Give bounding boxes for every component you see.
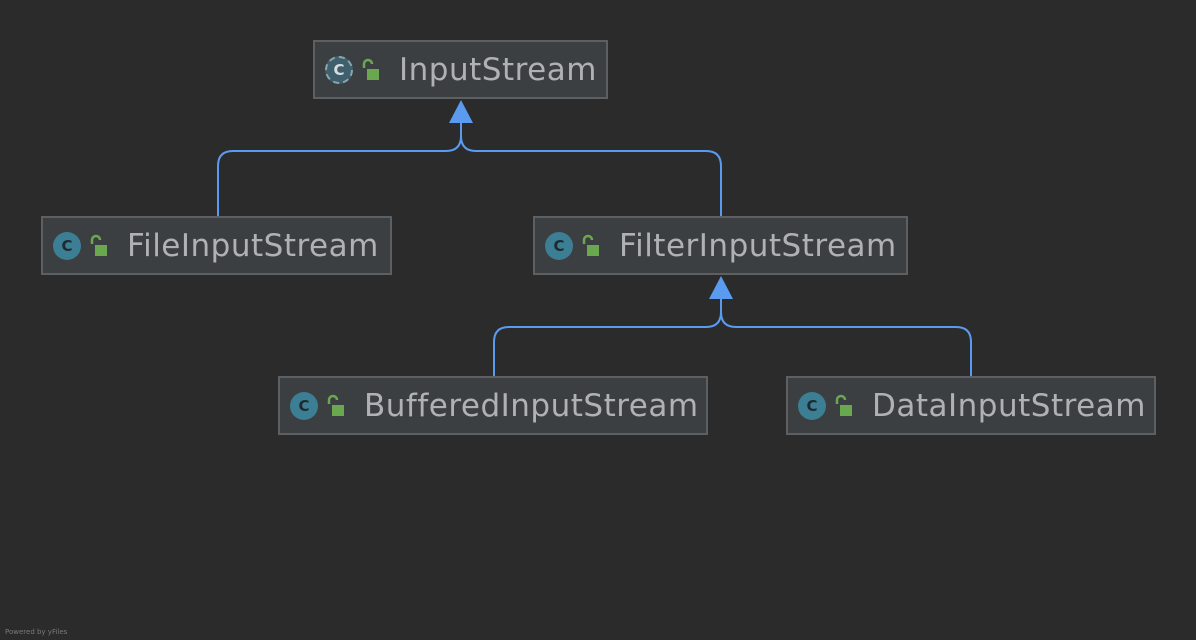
class-icon: C (53, 231, 81, 260)
public-lock-icon (362, 58, 379, 80)
edge-fileinputstream-to-inputstream (217, 123, 462, 217)
class-node-fileinputstream[interactable]: C FileInputStream (41, 216, 392, 275)
class-icon: C (798, 391, 826, 420)
class-name: BufferedInputStream (364, 387, 699, 424)
class-node-bufferedinputstream[interactable]: C BufferedInputStream (278, 376, 708, 435)
abstract-class-icon: C (325, 55, 353, 84)
public-lock-icon (582, 234, 599, 256)
inheritance-arrowhead (709, 276, 733, 299)
public-lock-icon (327, 394, 344, 416)
class-node-filterinputstream[interactable]: C FilterInputStream (533, 216, 908, 275)
public-lock-icon (90, 234, 107, 256)
class-name: InputStream (399, 51, 597, 88)
powered-by-footer: Powered by yFiles (5, 628, 68, 636)
class-node-inputstream[interactable]: C InputStream (313, 40, 608, 99)
edge-datainputstream-to-filterinputstream (720, 299, 972, 377)
public-lock-icon (835, 394, 852, 416)
class-icon: C (545, 231, 573, 260)
class-node-datainputstream[interactable]: C DataInputStream (786, 376, 1156, 435)
edge-filterinputstream-to-inputstream (460, 123, 722, 217)
class-name: DataInputStream (872, 387, 1146, 424)
class-name: FileInputStream (127, 227, 379, 264)
inheritance-arrowhead (449, 100, 473, 123)
class-icon: C (290, 391, 318, 420)
class-name: FilterInputStream (619, 227, 897, 264)
edge-bufferedinputstream-to-filterinputstream (493, 299, 722, 377)
